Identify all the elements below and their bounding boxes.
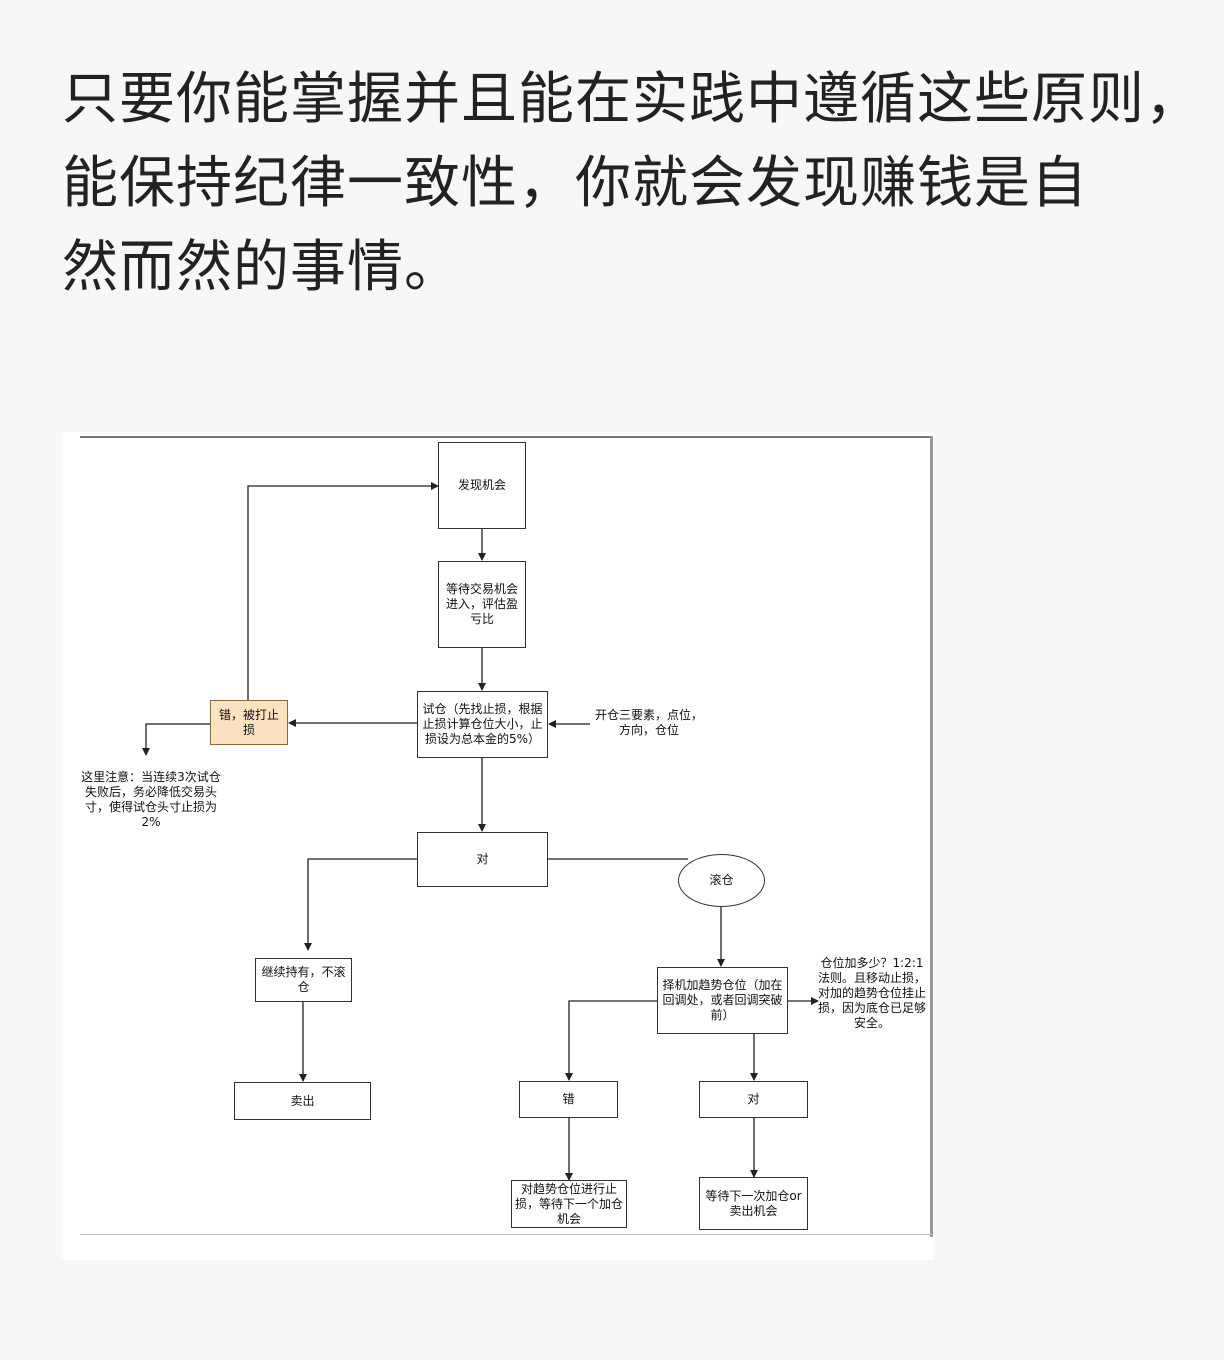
note-three-elements: 开仓三要素，点位，方向，仓位 (594, 708, 703, 737)
node-stop-trend-position: 对趋势仓位进行止损，等待下一个加仓机会 (511, 1180, 627, 1228)
node-keep-holding: 继续持有，不滚仓 (255, 958, 352, 1002)
edge-add-to-wrong2 (565, 1000, 657, 1081)
node-wrong-stopped: 错，被打止损 (210, 700, 288, 745)
frame-top-border (80, 436, 932, 438)
heading-line-3: 然而然的事情。 (62, 235, 461, 300)
page-heading: 只要你能掌握并且能在实践中遵循这些原则， 能保持纪律一致性，你就会发现赚钱是自 … (62, 58, 1202, 310)
node-wait-entry: 等待交易机会进入，评估盈亏比 (438, 561, 526, 648)
node-rolling: 滚仓 (678, 854, 765, 907)
node-trial-position: 试仓（先找止损，根据止损计算仓位大小，止损设为总本金的5%） (417, 691, 548, 758)
flowchart-connectors (142, 482, 819, 1181)
flowchart-image: 发现机会 等待交易机会进入，评估盈亏比 试仓（先找止损，根据止损计算仓位大小，止… (62, 432, 934, 1260)
node-wrong-2: 错 (519, 1081, 618, 1118)
node-sell: 卖出 (234, 1082, 371, 1120)
frame-bottom-border (80, 1234, 932, 1235)
heading-line-1: 只要你能掌握并且能在实践中遵循这些原则， (62, 67, 1202, 132)
edge-right-to-keep (304, 858, 417, 951)
frame-right-border (930, 436, 933, 1237)
edge-wrong-to-note (142, 723, 210, 756)
note-attention: 这里注意：当连续3次试仓失败后，务必降低交易头寸，使得试仓头寸止损为2% (81, 770, 221, 829)
note-add-how-much: 仓位加多少？1:2:1法则。且移动止损，对加的趋势仓位挂止损，因为底仓已足够安全… (818, 956, 927, 1030)
node-right-2: 对 (699, 1081, 808, 1118)
node-find-opportunity: 发现机会 (438, 442, 526, 529)
node-wait-next: 等待下一次加仓or卖出机会 (699, 1177, 808, 1230)
heading-line-2: 能保持纪律一致性，你就会发现赚钱是自 (62, 151, 1088, 216)
node-right: 对 (417, 832, 548, 887)
node-add-trend-position: 择机加趋势仓位（加在回调处，或者回调突破前） (657, 967, 788, 1034)
edge-wrong-to-find (247, 482, 439, 700)
